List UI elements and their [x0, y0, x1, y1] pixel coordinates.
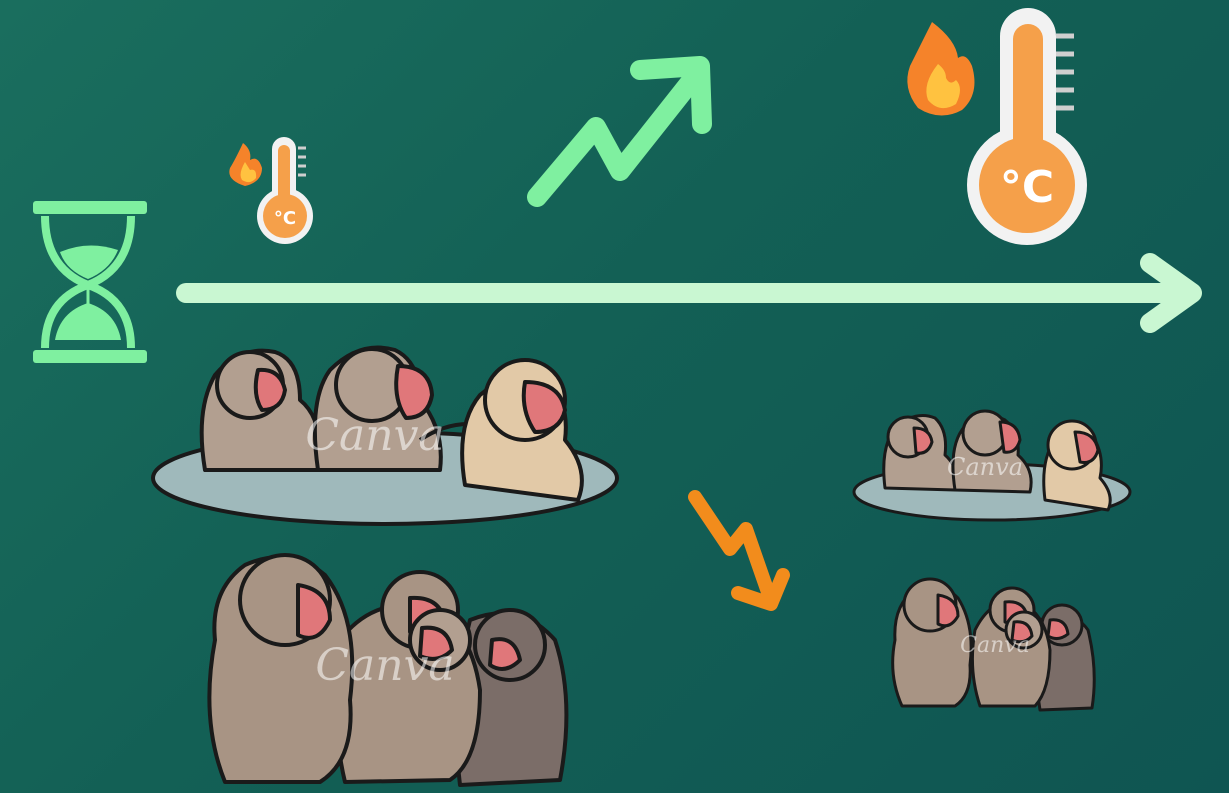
hourglass-icon	[33, 201, 147, 363]
orange-downward-trend-arrow-icon	[695, 497, 783, 604]
watermark-small-huddling: Canva	[960, 633, 1030, 658]
monkeys-huddling-large: Canva	[209, 555, 566, 785]
monkeys-bathing-small: Canva	[854, 411, 1130, 520]
small-flame-icon	[229, 143, 262, 186]
small-thermometer-icon: °C	[257, 137, 313, 244]
watermark-large-bathing: Canva	[305, 410, 444, 461]
large-flame-icon	[907, 22, 974, 116]
monkeys-bathing-large: Canva	[153, 348, 617, 525]
monkeys-huddling-small: Canva	[893, 579, 1095, 710]
watermark-small-bathing: Canva	[947, 453, 1023, 481]
small-thermometer-unit: °C	[274, 208, 296, 229]
watermark-large-huddling: Canva	[315, 640, 454, 691]
green-upward-trend-arrow-icon	[537, 66, 702, 197]
timeline-arrow	[186, 263, 1192, 323]
large-thermometer-unit: °C	[1000, 162, 1054, 213]
large-thermometer-icon: °C	[967, 8, 1087, 245]
